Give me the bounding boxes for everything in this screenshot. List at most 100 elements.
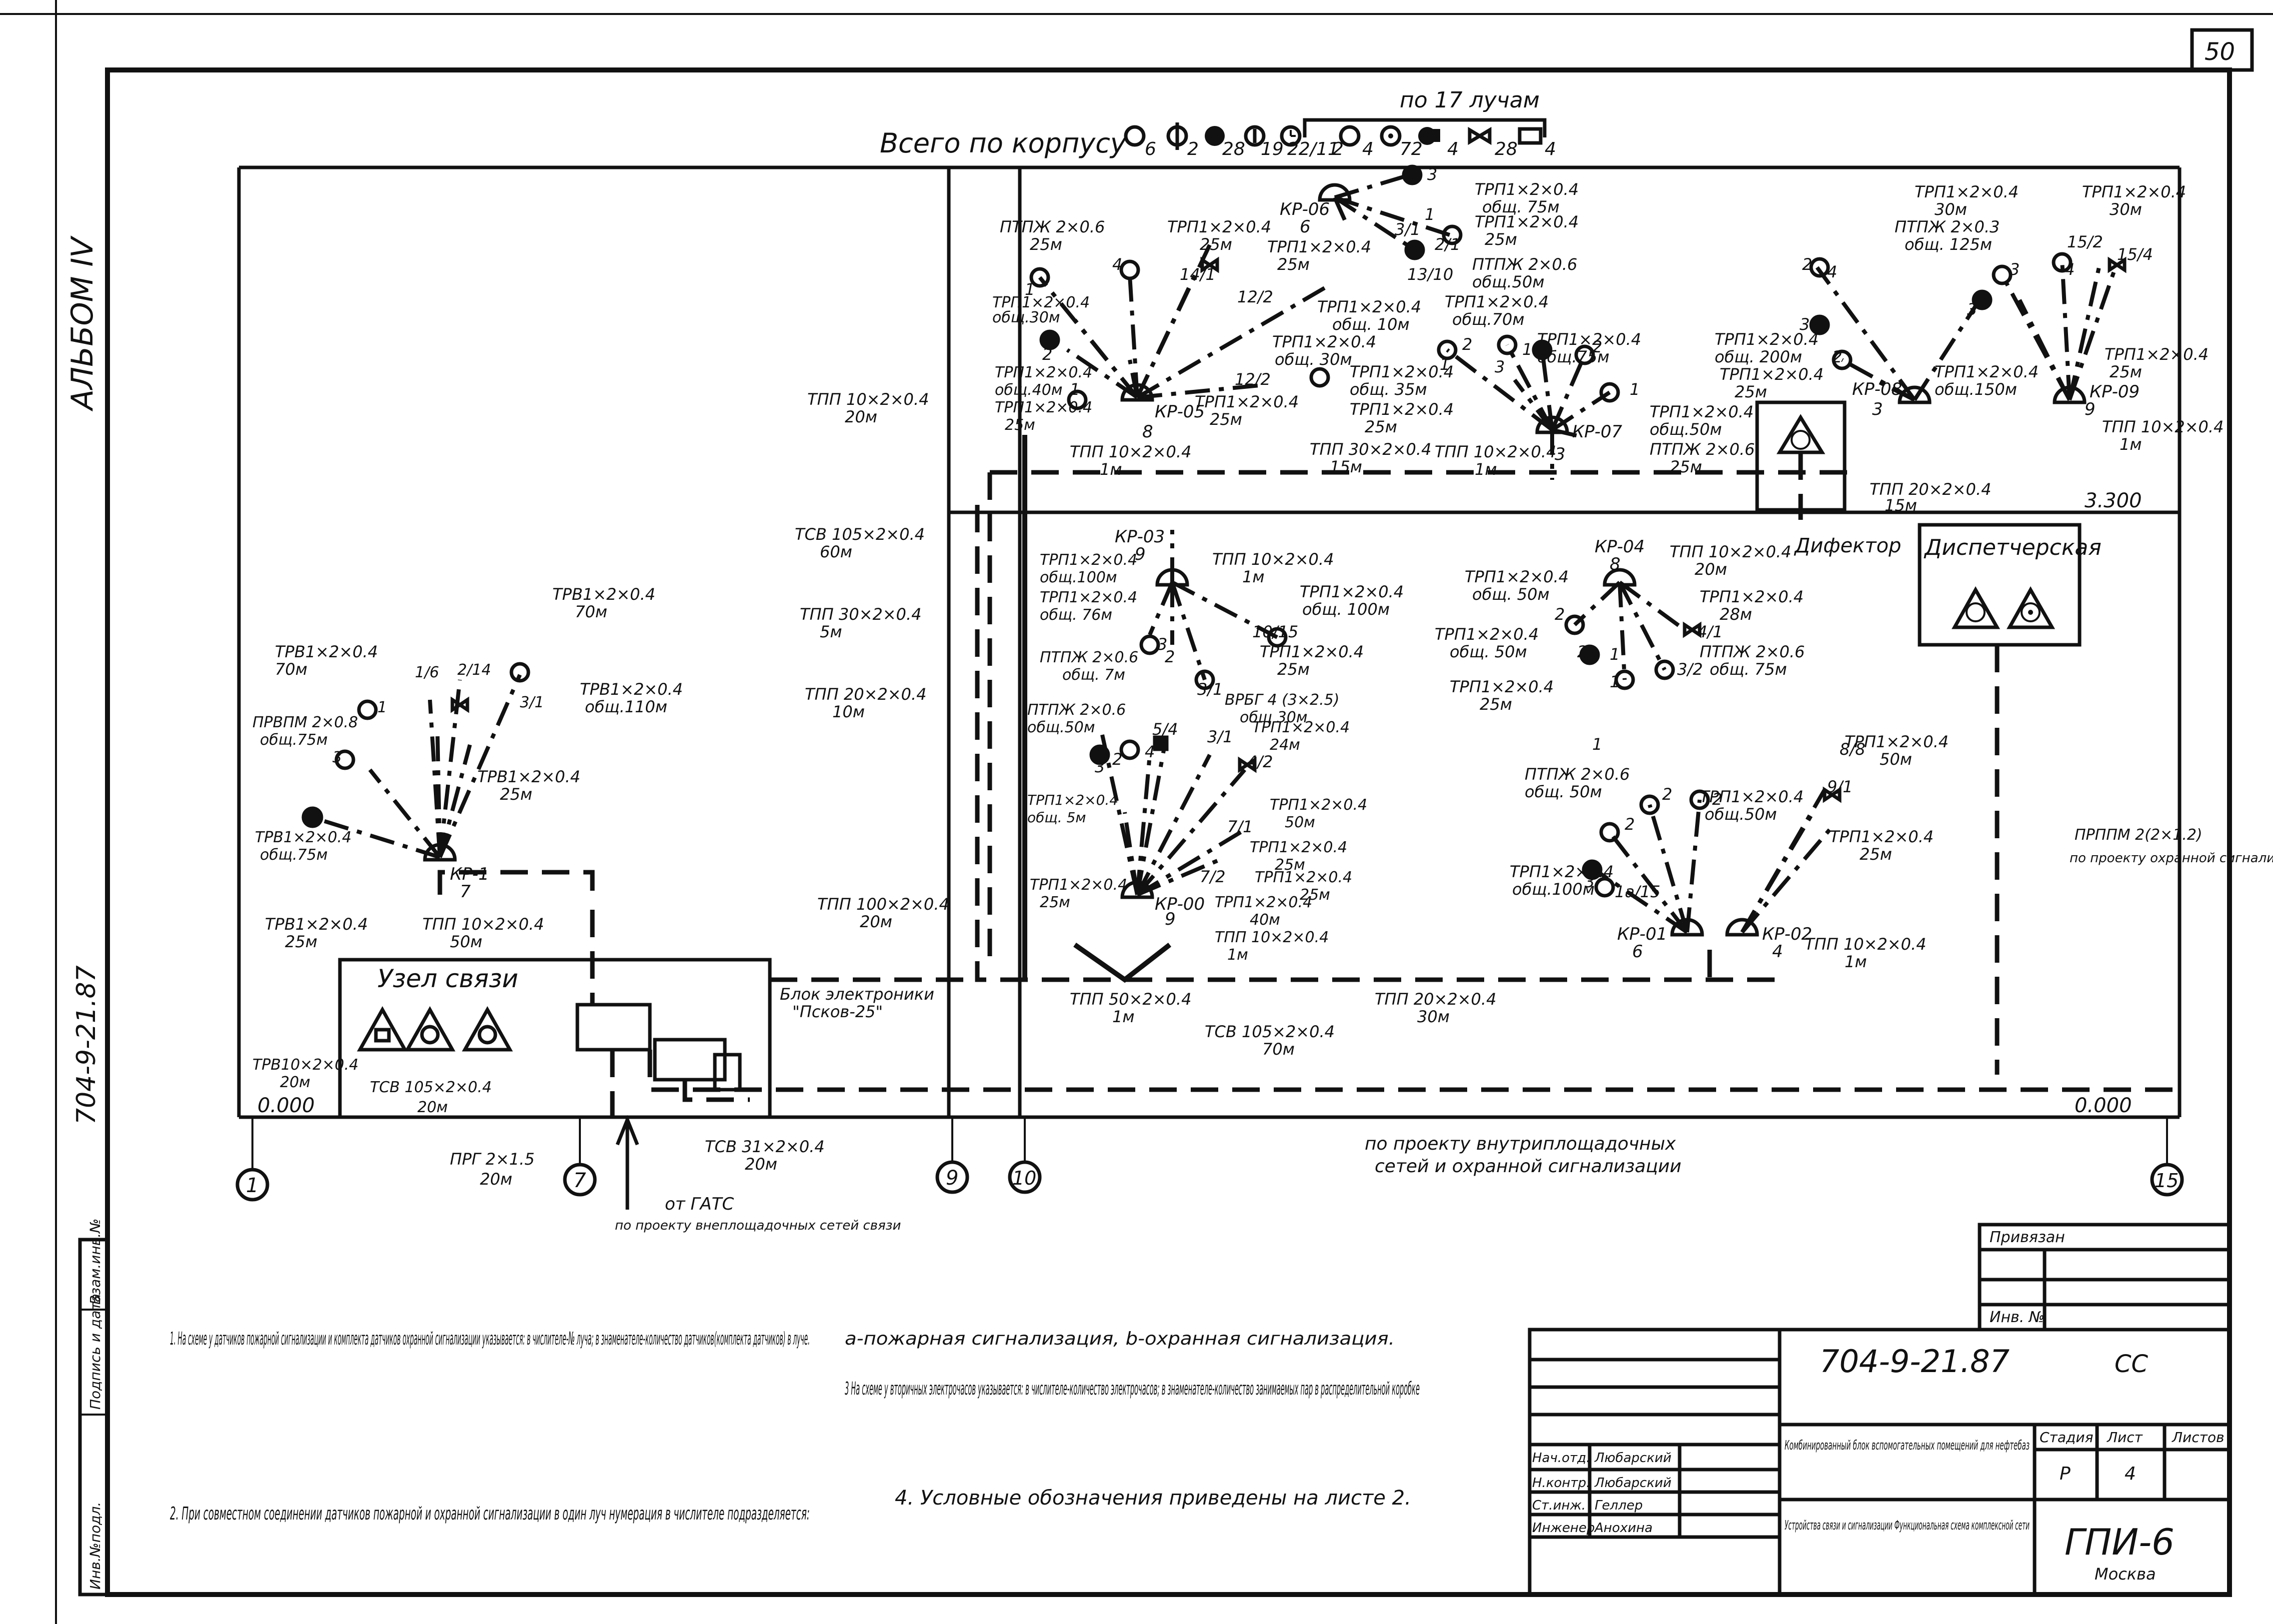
contact-sensor — [1309, 367, 1330, 388]
svg-text:общ. 100м: общ. 100м — [1302, 600, 1390, 619]
svg-text:ТРП1×2×0.4: ТРП1×2×0.4 — [1040, 589, 1137, 606]
legend-rays-brace — [1303, 118, 1547, 137]
manual-sensor — [1497, 334, 1518, 355]
svg-text:ТРП1×2×0.4: ТРП1×2×0.4 — [1450, 677, 1554, 696]
kr02-box — [1725, 918, 1759, 937]
svg-text:ТРП1×2×0.4: ТРП1×2×0.4 — [1300, 582, 1404, 601]
outer-frame — [105, 67, 2232, 1597]
svg-text:общ. 75м: общ. 75м — [1482, 197, 1560, 216]
svg-text:общ.70м: общ.70м — [1452, 310, 1524, 329]
trunk-solid — [1022, 435, 1172, 983]
svg-text:25м: 25м — [1300, 886, 1330, 904]
contact-sensor — [1267, 627, 1288, 648]
svg-text:30м: 30м — [1417, 1007, 1450, 1026]
side-code: 704-9-21.87 — [71, 965, 101, 1125]
svg-text:ТРП1×2×0.4: ТРП1×2×0.4 — [995, 399, 1092, 416]
manual-sensor — [1067, 389, 1088, 410]
svg-text:3: 3 — [1872, 399, 1883, 419]
svg-text:25м: 25м — [1210, 410, 1242, 429]
clock-sensor — [1119, 259, 1140, 280]
svg-text:2/1: 2/1 — [1435, 235, 1461, 254]
svg-text:3: 3 — [1157, 635, 1167, 654]
legend-box-icon — [1518, 127, 1543, 145]
clock-sensor — [1639, 794, 1660, 815]
svg-text:общ.40м: общ.40м — [995, 381, 1062, 399]
svg-text:1м: 1м — [1242, 567, 1265, 586]
manual-sensor — [1437, 339, 1458, 360]
dispatcher-icon-1 — [1952, 586, 2001, 629]
svg-text:1м: 1м — [1475, 460, 1497, 479]
svg-text:1: 1 — [246, 1174, 258, 1197]
svg-text:10/15: 10/15 — [1252, 622, 1298, 641]
svg-text:ПРВПМ 2×0.8: ПРВПМ 2×0.8 — [252, 714, 358, 731]
left-stamp-vzam: Взам.инв.№ — [87, 1219, 103, 1305]
level-upper: 3.300 — [2085, 489, 2142, 512]
svg-text:12/2: 12/2 — [1237, 287, 1273, 306]
notes: 1. На схеме у датчиков пожарной сигнализ… — [170, 1329, 1420, 1524]
clock-sensor — [1599, 822, 1620, 843]
bowtie-sensor — [450, 696, 469, 713]
svg-text:общ.50м: общ.50м — [1705, 805, 1777, 824]
svg-text:ТПП 20×2×0.4: ТПП 20×2×0.4 — [805, 685, 926, 704]
svg-text:Ст.инж.: Ст.инж. — [1532, 1498, 1586, 1513]
svg-text:общ.50м: общ.50м — [1472, 272, 1544, 291]
svg-text:1: 1 — [1630, 380, 1640, 399]
clock-sensor — [1654, 659, 1675, 680]
svg-text:КР-04: КР-04 — [1595, 537, 1645, 557]
axis-bubble-7: 7 — [563, 1163, 597, 1197]
svg-text:30м: 30м — [1935, 200, 1967, 219]
svg-text:25м: 25м — [285, 932, 317, 951]
svg-text:25м: 25м — [1860, 845, 1892, 864]
svg-text:ТРП1×2×0.4: ТРП1×2×0.4 — [1215, 894, 1312, 911]
svg-text:ТРП1×2×0.4: ТРП1×2×0.4 — [1350, 400, 1454, 419]
svg-text:50м: 50м — [1880, 750, 1912, 769]
svg-text:ТПП 20×2×0.4: ТПП 20×2×0.4 — [1375, 990, 1496, 1009]
svg-text:КР-08: КР-08 — [1852, 379, 1902, 399]
svg-text:25м: 25м — [1005, 416, 1035, 434]
svg-text:25м: 25м — [1040, 894, 1070, 911]
legend-manual-icon — [1124, 125, 1146, 147]
svg-text:9/1: 9/1 — [1827, 777, 1853, 796]
axis-bubble-1: 1 — [235, 1168, 269, 1202]
defector-icon — [1776, 414, 1826, 454]
svg-text:4/1: 4/1 — [1697, 622, 1723, 641]
svg-text:ТПП 20×2×0.4: ТПП 20×2×0.4 — [1870, 480, 1991, 499]
svg-text:КР-03: КР-03 — [1115, 527, 1165, 547]
svg-text:ТРП1×2×0.4: ТРП1×2×0.4 — [1260, 642, 1364, 661]
smoke-sensor — [1972, 289, 1993, 310]
svg-text:ТПП 10×2×0.4: ТПП 10×2×0.4 — [1070, 442, 1191, 461]
title-block — [1528, 1223, 2232, 1597]
svg-text:ТРП1×2×0.4: ТРП1×2×0.4 — [1475, 180, 1579, 199]
manual-sensor — [1139, 634, 1160, 655]
svg-text:ТРВ1×2×0.4: ТРВ1×2×0.4 — [552, 585, 655, 604]
svg-text:3: 3 — [1585, 872, 1595, 891]
kr04-box — [1603, 568, 1637, 587]
svg-text:3: 3 — [1967, 300, 1977, 319]
svg-text:ТПП 30×2×0.4: ТПП 30×2×0.4 — [800, 605, 921, 624]
defector-label: Дифектор — [1794, 534, 1901, 557]
svg-text:6: 6 — [1145, 139, 1156, 159]
clock-sensor — [1599, 382, 1620, 403]
svg-text:общ.110м: общ.110м — [585, 697, 667, 716]
svg-text:Блок электроники: Блок электроники — [780, 985, 934, 1004]
svg-text:Н.контр.: Н.контр. — [1532, 1476, 1590, 1491]
svg-text:4: 4 — [1447, 139, 1459, 159]
svg-text:ТРП1×2×0.4: ТРП1×2×0.4 — [1700, 787, 1804, 806]
svg-text:ТРВ1×2×0.4: ТРВ1×2×0.4 — [255, 829, 351, 846]
tb-stage: Р — [2060, 1464, 2071, 1484]
ray-marks: 3 1 3/1 2/1 13/10 14/1 12/2 12/2 1 2 1 4… — [332, 165, 2153, 901]
svg-text:ТРП1×2×0.4: ТРП1×2×0.4 — [1255, 869, 1352, 886]
bowtie-sensor — [1238, 756, 1257, 773]
svg-text:50м: 50м — [1285, 814, 1315, 831]
svg-text:8/8: 8/8 — [1840, 740, 1866, 759]
svg-text:по проекту внутриплощадочных: по проекту внутриплощадочных — [1365, 1134, 1676, 1154]
svg-text:общ. 76м: общ. 76м — [1040, 606, 1112, 624]
svg-text:25м: 25м — [1485, 230, 1517, 249]
kr08-box — [1898, 385, 1932, 404]
svg-text:1: 1 — [1440, 355, 1450, 374]
manual-sensor — [1809, 257, 1830, 278]
clock-sensor — [2052, 252, 2073, 273]
svg-text:25м: 25м — [1365, 417, 1397, 436]
svg-text:ТРВ1×2×0.4: ТРВ1×2×0.4 — [580, 680, 683, 699]
svg-text:ТРП1×2×0.4: ТРП1×2×0.4 — [2105, 345, 2209, 364]
